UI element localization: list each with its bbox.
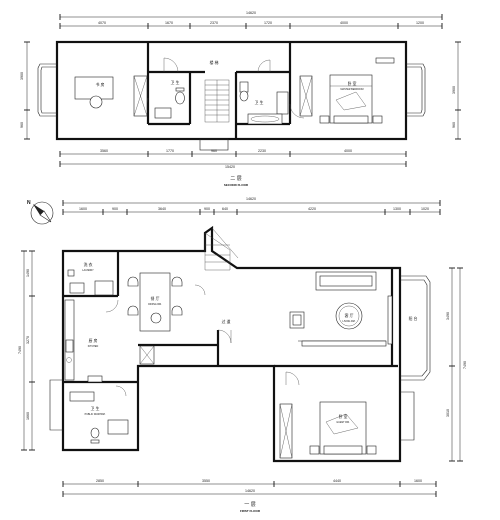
room-label-balcony: 阳 台 (409, 316, 418, 321)
first-floor-right-dim-1: 3490 (446, 312, 450, 320)
room-label-living: 客 厅 (345, 313, 354, 318)
room-sublabel-master-bedroom: MASTER BEDROOM (341, 88, 364, 91)
second-floor-top-seg-4: 1720 (264, 21, 272, 25)
second-floor-title-cn: 二 层 (230, 176, 242, 182)
first-floor-top-seg-4: 900 (204, 207, 210, 211)
room-label-corridor: 过 道 (222, 319, 231, 324)
second-floor-top-seg-1: 4070 (98, 21, 106, 25)
north-arrow-icon: N (27, 200, 54, 225)
first-floor-top-seg-7: 1300 (393, 207, 401, 211)
second-floor-top-seg-6: 1200 (416, 21, 424, 25)
room-label-kitchen: 厨 房 (89, 338, 98, 343)
room-sublabel-guest-bedroom: GUEST RM. (336, 421, 350, 424)
second-floor-plan: 14620 4070 1670 2370 1720 4000 1200 (20, 11, 461, 187)
room-sublabel-kitchen: KITCHEN (88, 345, 99, 348)
second-floor-bottom-seg-1: 3560 (100, 149, 108, 153)
first-floor-top-seg-8: 1020 (421, 207, 429, 211)
room-sublabel-dining: DINING RM. (148, 303, 162, 306)
room-sublabel-public-bath: PUBLIC WASHRM. (85, 413, 106, 416)
second-floor-bottom-total: 15420 (225, 165, 235, 169)
second-floor-bottom-seg-3: 960 (211, 149, 217, 153)
first-floor-bottom-seg-1: 2850 (96, 479, 104, 483)
second-floor-bottom-seg-2: 1770 (166, 149, 174, 153)
second-floor-right-dim-1: 3900 (452, 86, 456, 94)
first-floor-top-seg-5: 640 (222, 207, 228, 211)
room-label-master-bedroom: 卧 室 (348, 81, 357, 86)
second-floor-bottom-seg-5: 4000 (344, 149, 352, 153)
first-floor-left-dim-2: 3270 (26, 336, 30, 344)
first-floor-top-seg-6: 4220 (308, 207, 316, 211)
second-floor-top-total: 14620 (246, 11, 256, 15)
room-label-public-bath: 卫 生 (91, 406, 100, 411)
master-bed (329, 74, 373, 124)
room-label-guest-bedroom: 卧 室 (339, 414, 348, 419)
first-floor-top-seg-1: 1600 (79, 207, 87, 211)
first-floor-top-total: 14620 (246, 197, 256, 201)
first-floor-top-seg-2: 900 (112, 207, 118, 211)
room-label-study: 书 房 (96, 82, 105, 87)
room-sublabel-living: LIVING RM. (343, 320, 356, 323)
second-floor-top-seg-2: 1670 (165, 21, 173, 25)
room-label-laundry: 洗 衣 (84, 262, 93, 267)
first-floor-outer-wall (61, 225, 402, 463)
room-label-dining: 餐 厅 (151, 296, 160, 301)
first-floor-title-en: FIRST FLOOR (240, 509, 261, 513)
room-label-bath-a: 卫 生 (171, 80, 180, 85)
first-floor-left-dim-3: 1660 (26, 412, 30, 420)
second-floor-top-seg-5: 4000 (340, 21, 348, 25)
first-floor-bottom-seg-3: 4440 (333, 479, 341, 483)
first-floor-top-seg-3: 3640 (158, 207, 166, 211)
study-desk (74, 76, 114, 100)
guest-bed (319, 401, 367, 455)
first-floor-right-dim-2: 3010 (446, 409, 450, 417)
second-floor-outer-wall (55, 40, 408, 141)
study-chair (89, 95, 103, 109)
second-floor-left-dim-1: 3900 (20, 72, 24, 80)
first-floor-left-total: 7490 (18, 346, 22, 354)
first-floor-bottom-seg-4: 1600 (414, 479, 422, 483)
second-floor-top-seg-3: 2370 (210, 21, 218, 25)
first-floor-bottom-total: 14620 (245, 489, 255, 493)
second-floor-left-dim-2: 960 (20, 122, 24, 128)
second-floor-title-en: SECOND FLOOR (224, 183, 249, 187)
first-floor-right-total: 7490 (463, 361, 467, 369)
first-floor-left-dim-1: 1490 (26, 269, 30, 277)
second-floor-bottom-seg-4: 2230 (258, 149, 266, 153)
first-floor-plan: 14620 1600 900 3640 900 640 4220 1300 10… (18, 197, 467, 513)
coffee-table (335, 302, 363, 330)
room-label-bath-b: 卫 生 (255, 100, 264, 105)
second-floor-right-dim-2: 960 (452, 122, 456, 128)
svg-text:N: N (27, 200, 31, 206)
first-floor-title-cn: 一 层 (244, 502, 256, 508)
room-label-stair-hall: 楼 梯 (210, 60, 219, 65)
first-floor-bottom-seg-2: 3550 (202, 479, 210, 483)
room-sublabel-laundry: LAUNDRY (82, 269, 94, 272)
